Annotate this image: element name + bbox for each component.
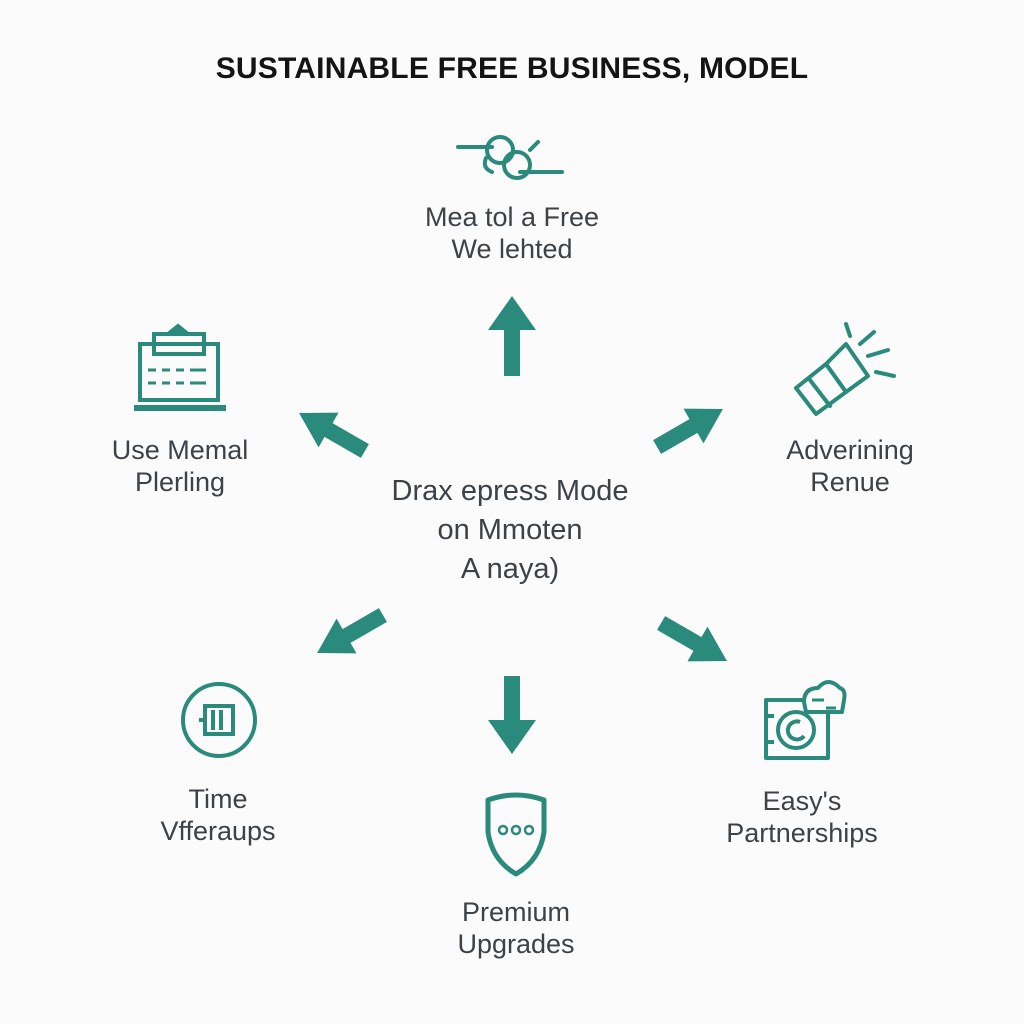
- arrow-down-left: [317, 608, 387, 654]
- arrow-up-right: [653, 408, 723, 454]
- timer-icon: [181, 682, 257, 758]
- node-label-line: Vfferaups: [160, 816, 276, 846]
- node-label-line: Upgrades: [457, 929, 575, 959]
- partnership-icon: [764, 680, 847, 760]
- node-label-line: We lehted: [451, 234, 573, 264]
- node-label-line: Renue: [810, 467, 890, 497]
- node-label-line: Premium: [461, 897, 570, 927]
- node-label-line: Time: [188, 784, 248, 814]
- node-label-line: Mea tol a Free: [424, 202, 600, 232]
- diagram-title: SUSTAINABLE FREE BUSINESS, MODEL: [215, 52, 809, 85]
- shield-icon: [485, 792, 547, 877]
- node-bottom-left-label: Time Vfferaups: [128, 783, 308, 847]
- arrow-down-right: [657, 616, 727, 662]
- center-label-line: Drax epress Mode: [391, 475, 629, 507]
- node-label-line: Plerling: [134, 467, 226, 497]
- node-bottom-right-label: Easy's Partnerships: [700, 785, 904, 849]
- node-top-right-label: Adverining Renue: [752, 434, 948, 498]
- billing-device-icon: [134, 323, 226, 411]
- megaphone-icon: [794, 322, 896, 416]
- center-label-line: on Mmoten: [437, 514, 583, 546]
- node-top-left-label: Use Memal Plerling: [90, 434, 270, 498]
- center-label-line: A naya): [460, 553, 560, 585]
- key-icon: [456, 135, 564, 180]
- arrow-up-left: [299, 412, 369, 458]
- arrow-up: [488, 296, 536, 376]
- node-label-line: Partnerships: [726, 818, 878, 848]
- node-label-line: Adverining: [786, 435, 914, 465]
- arrow-down: [488, 676, 536, 754]
- node-label-line: Easy's: [762, 786, 842, 816]
- center-label: Drax epress Mode on Mmoten A naya): [360, 472, 660, 589]
- node-bottom-label: Premium Upgrades: [416, 896, 616, 960]
- node-label-line: Use Memal: [111, 435, 249, 465]
- node-top-label: Mea tol a Free We lehted: [392, 201, 632, 265]
